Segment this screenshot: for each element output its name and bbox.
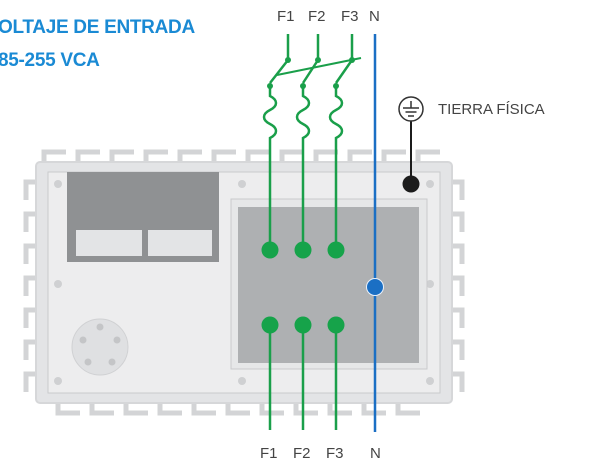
- bottom-label-f1: F1: [260, 445, 278, 462]
- terminal-block: [238, 207, 419, 363]
- panel-screws: [54, 180, 434, 385]
- output-terminals: [261, 316, 345, 334]
- terminal-f1-in: [261, 241, 279, 259]
- panel-fins: [23, 149, 465, 416]
- top-label-n: N: [369, 8, 380, 25]
- ground-terminal: [402, 175, 420, 193]
- terminal-f3-out: [327, 316, 345, 334]
- bottom-label-f3: F3: [326, 445, 344, 462]
- display-window-left: [76, 230, 142, 256]
- ground-symbol-icon: [398, 96, 424, 122]
- terminal-f2-out: [294, 316, 312, 334]
- terminal-f3-in: [327, 241, 345, 259]
- input-terminals: [261, 241, 345, 259]
- top-label-f3: F3: [341, 8, 359, 25]
- top-label-f1: F1: [277, 8, 295, 25]
- top-label-f2: F2: [308, 8, 326, 25]
- bottom-label-n: N: [370, 445, 381, 462]
- bottom-label-f2: F2: [293, 445, 311, 462]
- ground-label: TIERRA FÍSICA: [438, 101, 545, 118]
- heading-line-1: OLTAJE DE ENTRADA: [0, 17, 195, 38]
- terminal-f1-out: [261, 316, 279, 334]
- three-phase-breaker: [267, 34, 362, 89]
- display-window-right: [148, 230, 212, 256]
- terminal-neutral: [366, 278, 384, 296]
- round-connector: [71, 318, 129, 376]
- terminal-f2-in: [294, 241, 312, 259]
- heading-line-2: 85-255 VCA: [0, 50, 100, 71]
- phase-wires: [262, 86, 344, 430]
